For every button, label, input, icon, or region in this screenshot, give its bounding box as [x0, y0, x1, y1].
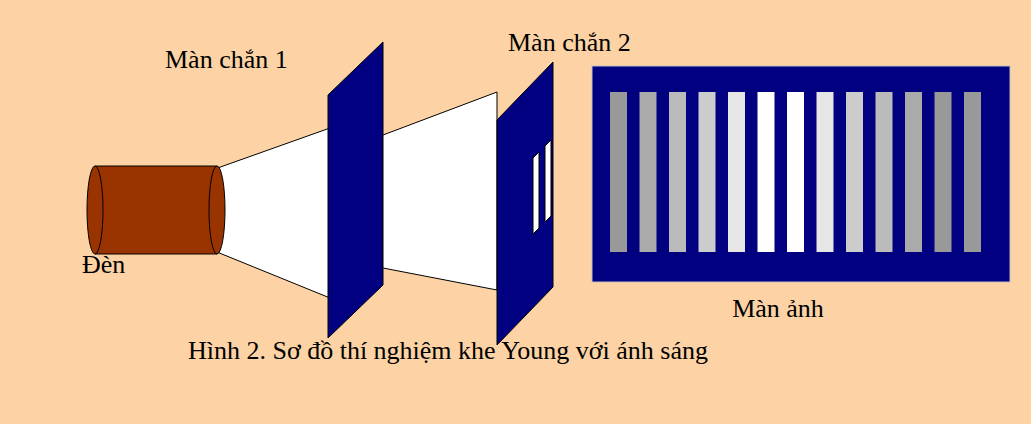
lamp-label: Đèn	[82, 250, 125, 280]
screen-label: Màn ảnh	[732, 294, 824, 324]
fringe	[935, 92, 952, 252]
light-beam	[383, 92, 497, 290]
screen-label: Màn chắn 2	[508, 28, 631, 58]
interference-fringes	[610, 92, 981, 252]
slit	[545, 140, 551, 222]
screen-label: Màn chắn 1	[165, 45, 288, 75]
fringe	[787, 92, 804, 252]
fringe	[758, 92, 775, 252]
lamp-front	[209, 166, 225, 254]
fringe	[669, 92, 686, 252]
image-screen	[592, 66, 1010, 282]
lamp-body	[95, 166, 217, 254]
fringe	[610, 92, 627, 252]
fringe	[817, 92, 834, 252]
fringe	[905, 92, 922, 252]
light-cone	[212, 128, 330, 298]
fringe	[728, 92, 745, 252]
figure-caption: Hình 2. Sơ đồ thí nghiệm khe Young với á…	[188, 336, 708, 366]
fringe	[640, 92, 657, 252]
fringe	[699, 92, 716, 252]
lamp-edge	[95, 166, 217, 167]
fringe	[876, 92, 893, 252]
slit	[533, 152, 539, 234]
lamp-back	[87, 166, 103, 254]
screen-1	[328, 42, 383, 338]
screen-2	[497, 62, 553, 345]
fringe	[964, 92, 981, 252]
fringe	[846, 92, 863, 252]
